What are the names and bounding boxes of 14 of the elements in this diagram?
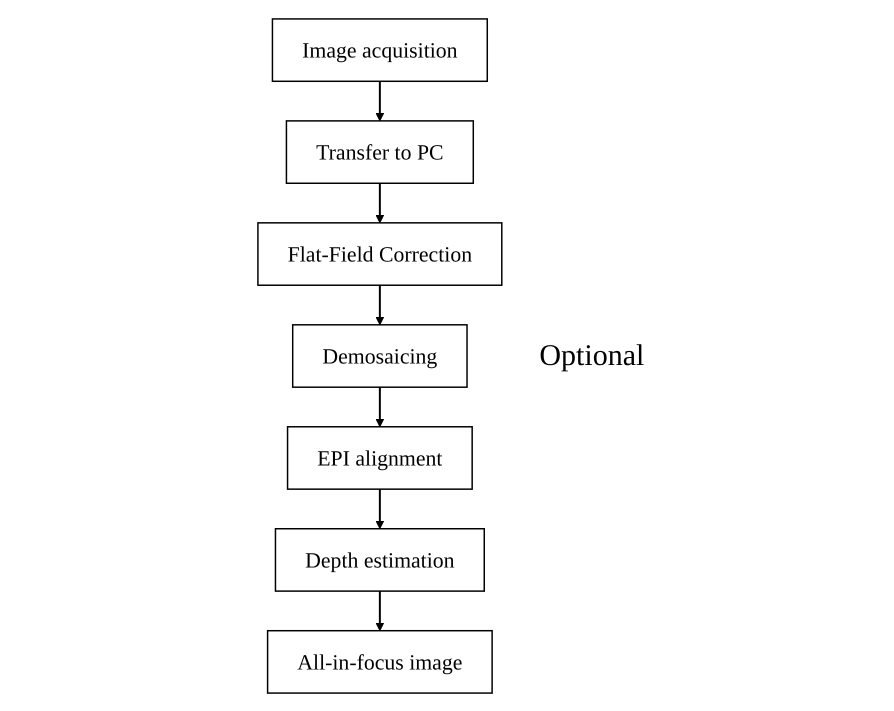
node-box: Transfer to PC: [285, 120, 474, 184]
node-box: Image acquisition: [271, 18, 488, 82]
node-box: All-in-focus image: [266, 629, 492, 694]
arrow: [375, 80, 384, 121]
arrow: [375, 284, 384, 325]
node-box: Demosaicing: [292, 324, 468, 388]
arrow: [375, 182, 384, 223]
node-box: Depth estimation: [274, 528, 485, 592]
arrow: [375, 590, 384, 631]
note-label: Optional: [539, 338, 644, 372]
arrow: [375, 488, 384, 529]
node-box: EPI alignment: [286, 426, 473, 490]
arrow: [375, 386, 384, 427]
node-box: Flat-Field Correction: [256, 222, 502, 286]
